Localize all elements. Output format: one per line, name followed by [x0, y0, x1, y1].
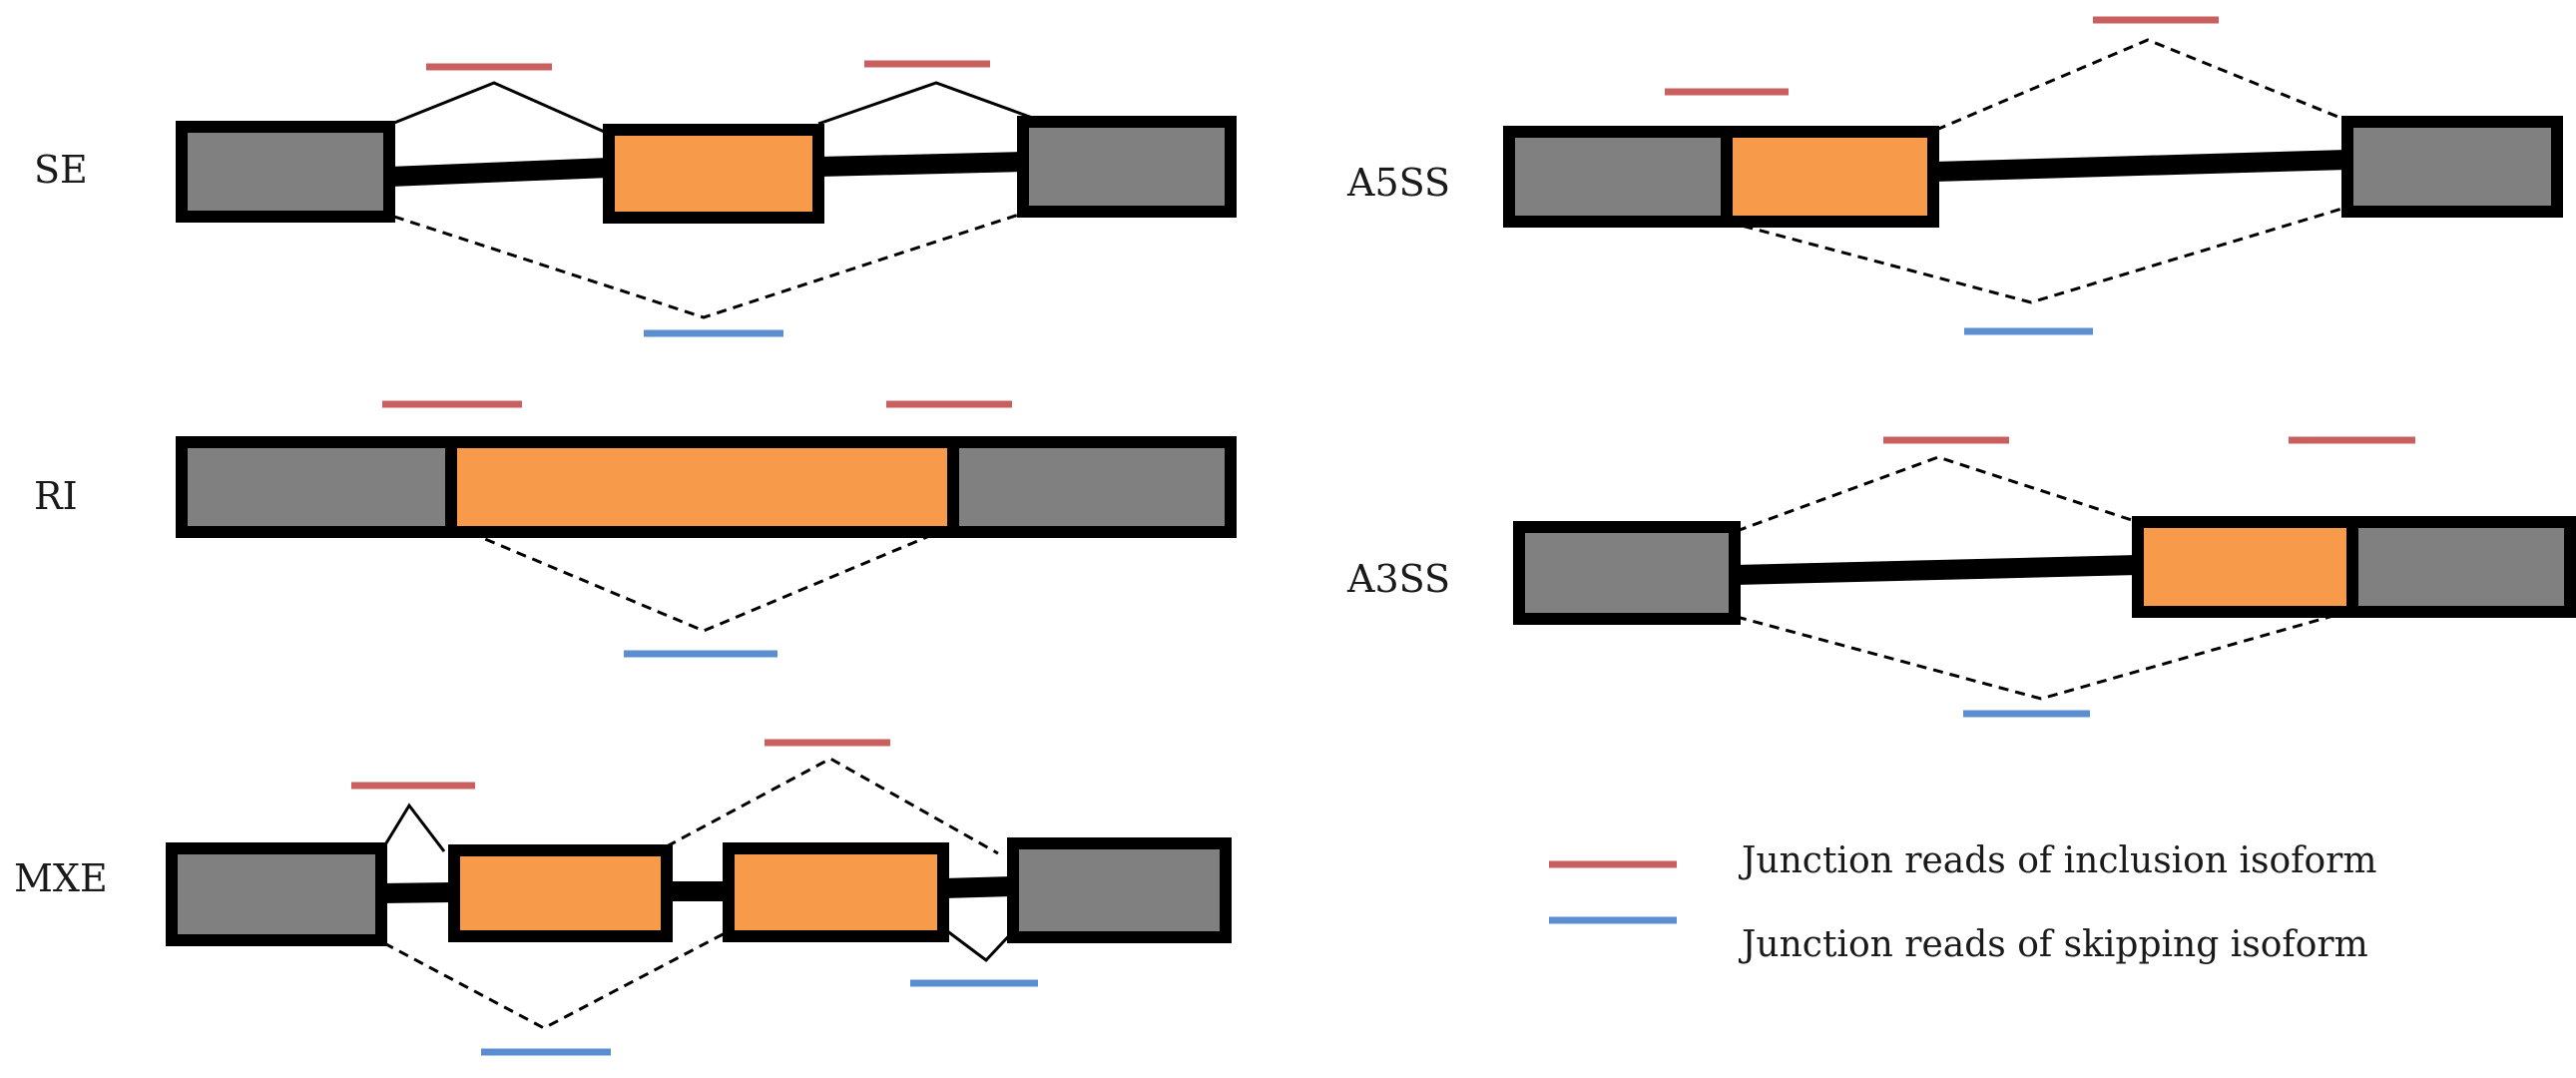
constitutive-exon — [1513, 521, 1741, 625]
intron-line — [378, 882, 455, 903]
inclusion-junction — [382, 803, 446, 852]
skipping-junction — [945, 926, 1018, 963]
panel-ri: RI — [34, 400, 1237, 658]
alternative-exon-extension — [2132, 516, 2358, 618]
panel-label-a3ss: A3SS — [1346, 557, 1450, 601]
legend: Junction reads of inclusion isoform Junc… — [1549, 840, 2377, 965]
inclusion-junction — [817, 81, 1039, 126]
alternative-exon — [448, 844, 673, 942]
inclusion-junction — [666, 757, 999, 855]
constitutive-exon — [176, 436, 457, 538]
retained-intron — [445, 436, 959, 538]
intron-line — [388, 158, 610, 187]
alternative-exon — [723, 842, 949, 942]
constitutive-exon — [166, 842, 387, 946]
constitutive-exon — [1017, 116, 1237, 218]
constitutive-exon — [1007, 837, 1232, 943]
panel-label-a5ss: A5SS — [1346, 161, 1450, 205]
constitutive-exon — [176, 121, 395, 223]
legend-inclusion-label: Junction reads of inclusion isoform — [1738, 840, 2377, 881]
skipping-junction — [393, 210, 1029, 319]
inclusion-junction — [1736, 455, 2139, 533]
legend-skipping-label: Junction reads of skipping isoform — [1738, 924, 2368, 965]
alternative-exon-extension — [1721, 126, 1939, 228]
constitutive-exon — [2346, 516, 2576, 618]
intron-line — [817, 152, 1024, 177]
constitutive-exon — [1503, 126, 1733, 228]
panel-label-mxe: MXE — [14, 856, 108, 900]
panel-mxe: MXE — [14, 739, 1232, 1056]
panel-a3ss: A3SS — [1346, 436, 2576, 718]
skipping-junction — [453, 524, 954, 633]
skipping-junction — [1736, 609, 2351, 701]
intron-line — [1932, 150, 2348, 182]
panel-se: SE — [34, 60, 1237, 337]
skipping-junction — [1726, 206, 2346, 304]
panel-label-ri: RI — [34, 474, 78, 518]
inclusion-junction — [1935, 38, 2346, 132]
intron-line — [1734, 555, 2139, 585]
constitutive-exon — [947, 436, 1237, 538]
alternative-exon — [603, 124, 824, 224]
panel-label-se: SE — [34, 148, 88, 192]
skipping-junction — [383, 929, 730, 1030]
constitutive-exon — [2341, 116, 2563, 218]
intron-line — [942, 876, 1014, 898]
panel-a5ss: A5SS — [1346, 16, 2563, 335]
inclusion-junction — [383, 81, 610, 136]
